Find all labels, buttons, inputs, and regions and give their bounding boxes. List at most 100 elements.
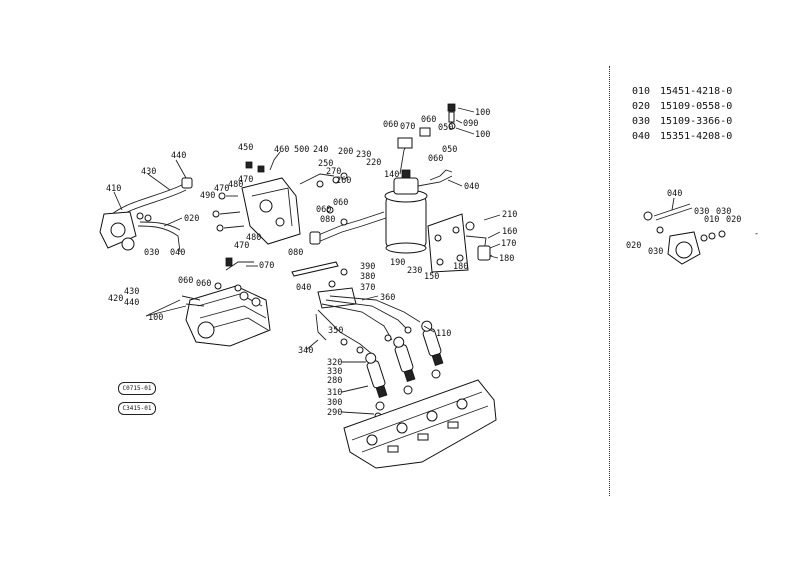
callout: 150 xyxy=(424,272,439,282)
callout: 010 xyxy=(704,215,719,225)
callout: 230 xyxy=(407,266,422,276)
callout: 040 xyxy=(464,182,479,192)
callout: 020 xyxy=(626,241,641,251)
callout: 200 xyxy=(338,147,353,157)
legend-code: 020 xyxy=(632,101,651,112)
callout: 210 xyxy=(502,210,517,220)
callout: 430 xyxy=(124,287,139,297)
callout: 060 xyxy=(196,279,211,289)
callout: 480 xyxy=(228,180,243,190)
callout: 030 xyxy=(144,248,159,258)
callout: 440 xyxy=(124,298,139,308)
callout: 390 xyxy=(360,262,375,272)
revision-stamp: C0715-01 xyxy=(118,382,156,395)
callout: 290 xyxy=(327,408,342,418)
parts-legend: 010 15451-4218-0 020 15109-0558-0 030 15… xyxy=(632,84,772,144)
legend-code: 030 xyxy=(632,116,651,127)
callout: 060 xyxy=(428,154,443,164)
leader-lines xyxy=(113,107,675,415)
callout: 030 xyxy=(694,207,709,217)
callout: 040 xyxy=(667,189,682,199)
callout: 470 xyxy=(234,241,249,251)
cylinder-head xyxy=(343,379,497,469)
legend-part-number: 15351-4208-0 xyxy=(660,131,733,142)
callout: 030 xyxy=(716,207,731,217)
callout: 310 xyxy=(327,388,342,398)
legend-row: 030 15109-3366-0 xyxy=(632,114,772,129)
callout: 230 xyxy=(356,150,371,160)
callout: 300 xyxy=(327,398,342,408)
callout: 100 xyxy=(475,130,490,140)
callout: 020 xyxy=(726,215,741,225)
callout: 170 xyxy=(501,239,516,249)
callout: 050 xyxy=(438,123,453,133)
callout: 020 xyxy=(184,214,199,224)
callout: 430 xyxy=(141,167,156,177)
callout: 100 xyxy=(475,108,490,118)
callout: 330 xyxy=(327,367,342,377)
fuel-hose-assembly xyxy=(99,177,193,253)
callout: 380 xyxy=(360,272,375,282)
legend-part-number: 15109-3366-0 xyxy=(660,116,733,127)
page-divider xyxy=(609,66,610,496)
callout: 250 xyxy=(318,159,333,169)
callout: 070 xyxy=(400,122,415,132)
filter-bracket xyxy=(427,213,493,273)
fuel-filter-assembly xyxy=(384,103,456,254)
legend-row: 010 15451-4218-0 xyxy=(632,84,772,99)
callout: 080 xyxy=(320,215,335,225)
callout: 500 xyxy=(294,145,309,155)
callout: 470 xyxy=(214,184,229,194)
callout: 060 xyxy=(178,276,193,286)
callout-labels: 100 090 100 060 050 060 070 060 050 040 … xyxy=(106,108,741,418)
callout: 270 xyxy=(326,167,341,177)
callout: 080 xyxy=(288,248,303,258)
callout: 190 xyxy=(390,258,405,268)
callout: 030 xyxy=(648,247,663,257)
injection-pipes xyxy=(315,268,421,355)
callout: 360 xyxy=(380,293,395,303)
injection-pump xyxy=(181,257,271,347)
callout: 450 xyxy=(238,143,253,153)
callout: 410 xyxy=(106,184,121,194)
legend-row: 040 15351-4208-0 xyxy=(632,129,772,144)
callout: 480 xyxy=(246,233,261,243)
callout: 180 xyxy=(453,262,468,272)
callout: 320 xyxy=(327,358,342,368)
callout: 040 xyxy=(296,283,311,293)
callout: 260 xyxy=(336,176,351,186)
mark-dash: - xyxy=(754,229,759,239)
callout: 160 xyxy=(502,227,517,237)
callout: 050 xyxy=(442,145,457,155)
callout: 340 xyxy=(298,346,313,356)
callout: 240 xyxy=(313,145,328,155)
callout: 060 xyxy=(333,198,348,208)
callout: 040 xyxy=(170,248,185,258)
legend-part-number: 15109-0558-0 xyxy=(660,101,733,112)
stop-lever-bracket xyxy=(212,151,340,245)
callout: 420 xyxy=(108,294,123,304)
revision-stamp: C3415-01 xyxy=(118,402,156,415)
callout: 090 xyxy=(463,119,478,129)
legend-part-number: 15451-4218-0 xyxy=(660,86,733,97)
callout: 060 xyxy=(421,115,436,125)
callout: 370 xyxy=(360,283,375,293)
feed-pipe xyxy=(309,172,387,245)
legend-row: 020 15109-0558-0 xyxy=(632,99,772,114)
priming-pump-assembly xyxy=(643,203,726,265)
callout: 280 xyxy=(327,376,342,386)
legend-code: 010 xyxy=(632,86,651,97)
callout: 140 xyxy=(384,170,399,180)
callout: 070 xyxy=(259,261,274,271)
callout: 440 xyxy=(171,151,186,161)
callout: 060 xyxy=(316,205,331,215)
callout: 490 xyxy=(200,191,215,201)
return-bar xyxy=(291,261,339,277)
callout: 470 xyxy=(238,175,253,185)
callout: 460 xyxy=(274,145,289,155)
callout: 180 xyxy=(499,254,514,264)
legend-code: 040 xyxy=(632,131,651,142)
callout: 060 xyxy=(383,120,398,130)
callout: 220 xyxy=(366,158,381,168)
